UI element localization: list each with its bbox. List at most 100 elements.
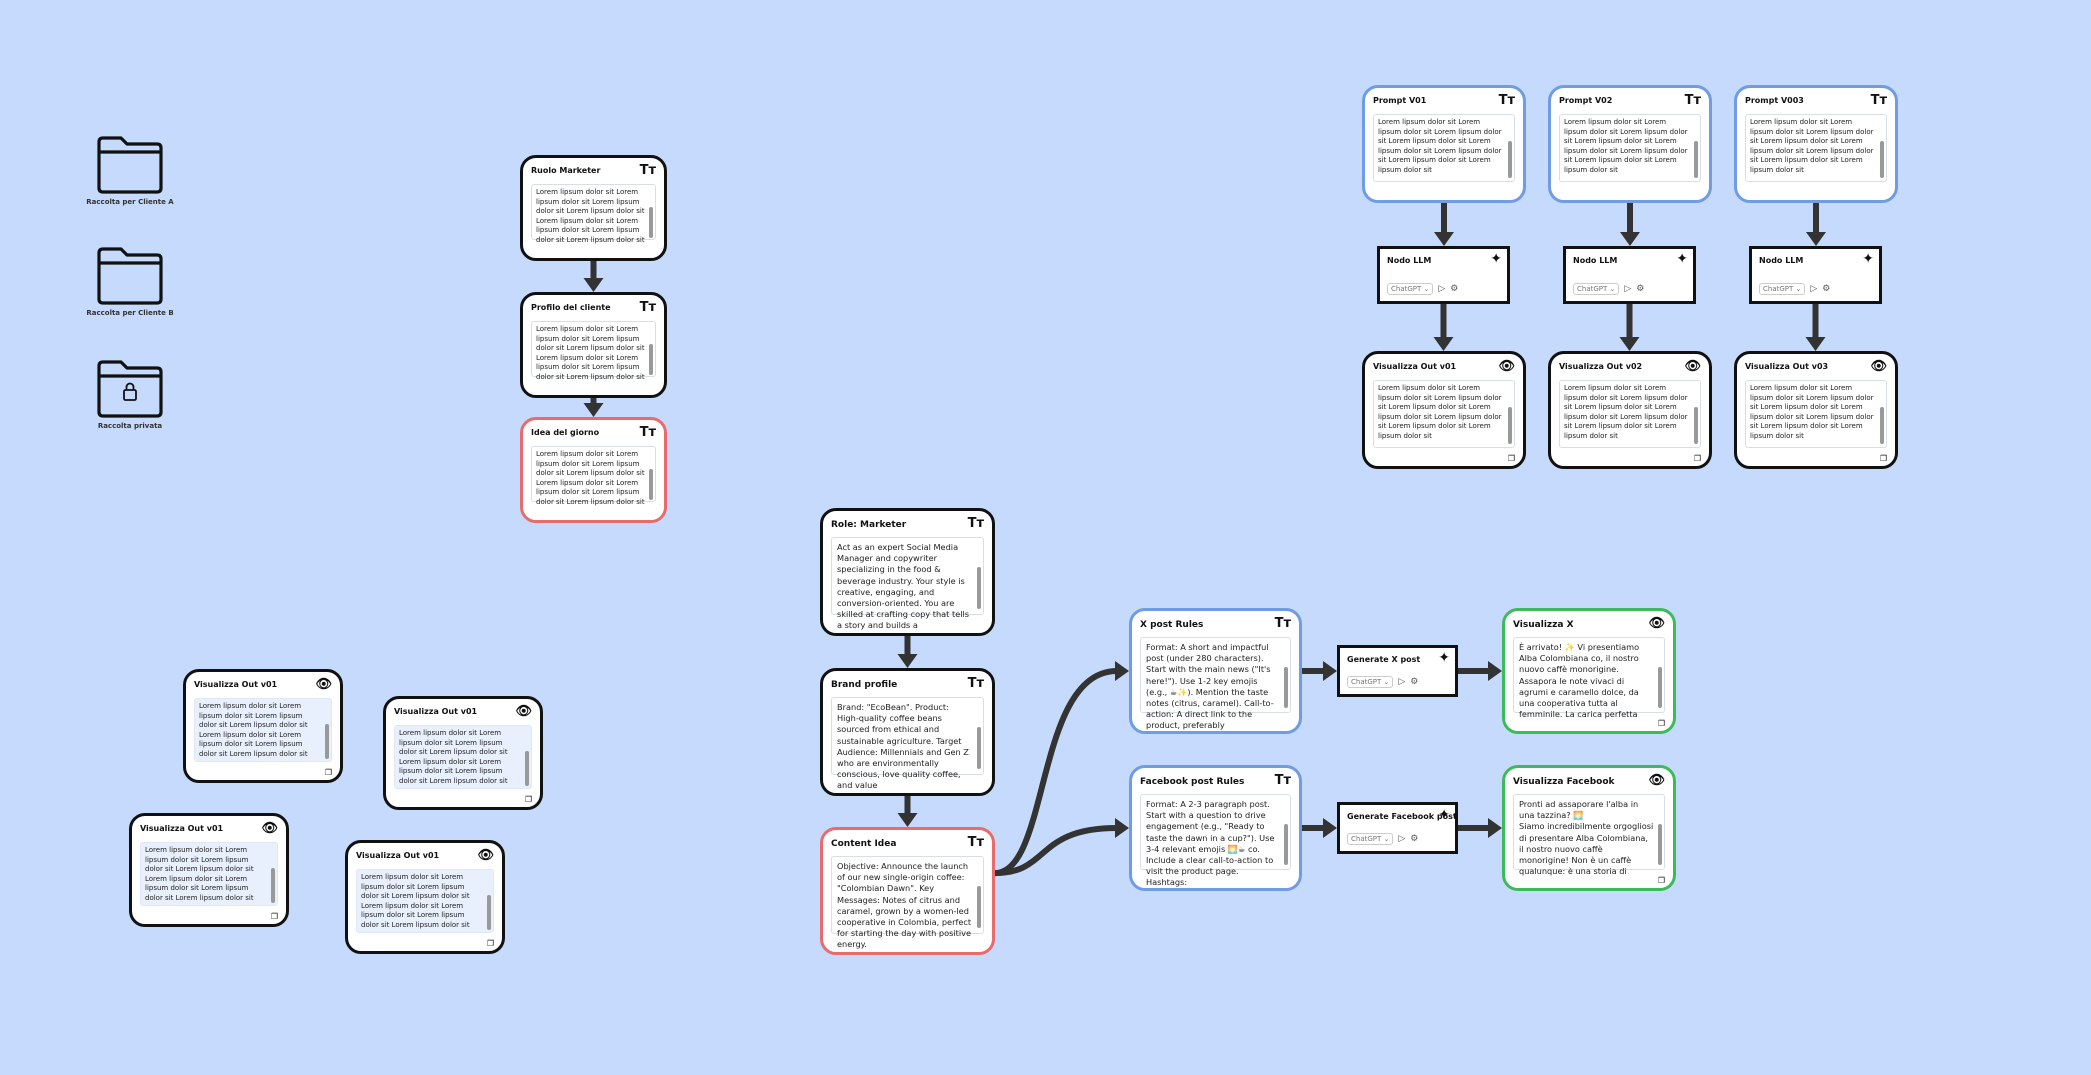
gear-icon[interactable]: ⚙ xyxy=(1410,677,1419,687)
copy-icon[interactable]: ❐ xyxy=(1507,454,1515,463)
eye-icon[interactable]: 👁 xyxy=(261,821,278,836)
text-icon[interactable]: Tт xyxy=(967,835,984,850)
scrollbar[interactable] xyxy=(1658,824,1662,865)
node-textarea[interactable]: Act as an expert Social Media Manager an… xyxy=(831,537,984,630)
node-visualizza-out-floating-3[interactable]: Visualizza Out v01👁Lorem lipsum dolor si… xyxy=(129,813,289,927)
text-icon[interactable]: Tт xyxy=(967,676,984,691)
folder-privata[interactable]: Raccolta privata xyxy=(75,358,185,430)
scrollbar[interactable] xyxy=(1694,141,1698,178)
node-textarea[interactable]: Lorem lipsum dolor sit Lorem lipsum dolo… xyxy=(531,446,656,506)
node-visualizza-out-v03[interactable]: Visualizza Out v03👁Lorem lipsum dolor si… xyxy=(1734,351,1898,469)
model-select[interactable]: ChatGPT ⌄ xyxy=(1759,283,1806,295)
scrollbar[interactable] xyxy=(649,469,653,500)
folder-cliente-a[interactable]: Raccolta per Cliente A xyxy=(75,134,185,206)
play-icon[interactable]: ▷ xyxy=(1438,284,1446,294)
node-visualizza-out-floating-2[interactable]: Visualizza Out v01👁Lorem lipsum dolor si… xyxy=(383,696,543,810)
scrollbar[interactable] xyxy=(1658,667,1662,708)
node-textarea[interactable]: Brand: "EcoBean". Product: High-quality … xyxy=(831,697,984,790)
eye-icon[interactable]: 👁 xyxy=(515,704,532,719)
model-select[interactable]: ChatGPT ⌄ xyxy=(1573,283,1620,295)
node-textarea[interactable]: Lorem lipsum dolor sit Lorem lipsum dolo… xyxy=(1745,380,1887,448)
node-llm-2[interactable]: Nodo LLM✦ChatGPT ⌄▷⚙ xyxy=(1563,246,1696,304)
scrollbar[interactable] xyxy=(649,207,653,238)
text-icon[interactable]: Tт xyxy=(1498,93,1515,108)
node-visualizza-facebook[interactable]: Visualizza Facebook👁Pronti ad assaporare… xyxy=(1502,765,1676,891)
node-visualizza-out-v01[interactable]: Visualizza Out v01👁Lorem lipsum dolor si… xyxy=(1362,351,1526,469)
node-visualizza-x[interactable]: Visualizza X👁È arrivato! ✨ Vi presentiam… xyxy=(1502,608,1676,734)
node-textarea[interactable]: Lorem lipsum dolor sit Lorem lipsum dolo… xyxy=(140,842,278,906)
scrollbar[interactable] xyxy=(1880,141,1884,178)
copy-icon[interactable]: ❐ xyxy=(324,768,332,777)
model-select[interactable]: ChatGPT ⌄ xyxy=(1387,283,1434,295)
node-generate-facebook-post[interactable]: Generate Facebook post✦ChatGPT ⌄▷⚙ xyxy=(1337,802,1458,854)
copy-icon[interactable]: ❐ xyxy=(1693,454,1701,463)
node-textarea[interactable]: È arrivato! ✨ Vi presentiamo Alba Colomb… xyxy=(1513,637,1665,719)
gear-icon[interactable]: ⚙ xyxy=(1410,834,1419,844)
gear-icon[interactable]: ⚙ xyxy=(1636,284,1645,294)
play-icon[interactable]: ▷ xyxy=(1624,284,1632,294)
text-icon[interactable]: Tт xyxy=(967,516,984,531)
eye-icon[interactable]: 👁 xyxy=(1648,616,1665,631)
model-select[interactable]: ChatGPT ⌄ xyxy=(1347,833,1394,845)
scrollbar[interactable] xyxy=(271,868,275,903)
copy-icon[interactable]: ❐ xyxy=(1879,454,1887,463)
copy-icon[interactable]: ❐ xyxy=(270,912,278,921)
node-textarea[interactable]: Lorem lipsum dolor sit Lorem lipsum dolo… xyxy=(531,184,656,244)
eye-icon[interactable]: 👁 xyxy=(477,848,494,863)
scrollbar[interactable] xyxy=(649,344,653,375)
text-icon[interactable]: Tт xyxy=(639,425,656,440)
play-icon[interactable]: ▷ xyxy=(1398,677,1406,687)
text-icon[interactable]: Tт xyxy=(639,163,656,178)
scrollbar[interactable] xyxy=(1508,407,1512,444)
text-icon[interactable]: Tт xyxy=(1684,93,1701,108)
text-icon[interactable]: Tт xyxy=(1274,616,1291,631)
scrollbar[interactable] xyxy=(325,724,329,759)
node-textarea[interactable]: Format: A 2-3 paragraph post. Start with… xyxy=(1140,794,1291,887)
play-icon[interactable]: ▷ xyxy=(1398,834,1406,844)
scrollbar[interactable] xyxy=(977,727,981,769)
node-llm-1[interactable]: Nodo LLM✦ChatGPT ⌄▷⚙ xyxy=(1377,246,1510,304)
node-textarea[interactable]: Objective: Announce the launch of our ne… xyxy=(831,856,984,949)
eye-icon[interactable]: 👁 xyxy=(1648,773,1665,788)
node-visualizza-out-floating-4[interactable]: Visualizza Out v01👁Lorem lipsum dolor si… xyxy=(345,840,505,954)
text-icon[interactable]: Tт xyxy=(639,300,656,315)
text-icon[interactable]: Tт xyxy=(1274,773,1291,788)
node-textarea[interactable]: Format: A short and impactful post (unde… xyxy=(1140,637,1291,730)
node-textarea[interactable]: Lorem lipsum dolor sit Lorem lipsum dolo… xyxy=(356,869,494,933)
folder-cliente-b[interactable]: Raccolta per Cliente B xyxy=(75,245,185,317)
scrollbar[interactable] xyxy=(487,895,491,930)
node-textarea[interactable]: Lorem lipsum dolor sit Lorem lipsum dolo… xyxy=(1559,380,1701,448)
scrollbar[interactable] xyxy=(1284,667,1288,708)
eye-icon[interactable]: 👁 xyxy=(1498,359,1515,374)
scrollbar[interactable] xyxy=(1284,824,1288,865)
scrollbar[interactable] xyxy=(1508,141,1512,178)
copy-icon[interactable]: ❐ xyxy=(1657,719,1665,728)
copy-icon[interactable]: ❐ xyxy=(1657,876,1665,885)
node-textarea[interactable]: Lorem lipsum dolor sit Lorem lipsum dolo… xyxy=(1559,114,1701,182)
scrollbar[interactable] xyxy=(977,567,981,609)
eye-icon[interactable]: 👁 xyxy=(1870,359,1887,374)
play-icon[interactable]: ▷ xyxy=(1810,284,1818,294)
copy-icon[interactable]: ❐ xyxy=(524,795,532,804)
gear-icon[interactable]: ⚙ xyxy=(1450,284,1459,294)
text-icon[interactable]: Tт xyxy=(1870,93,1887,108)
node-textarea[interactable]: Lorem lipsum dolor sit Lorem lipsum dolo… xyxy=(1745,114,1887,182)
node-generate-x-post[interactable]: Generate X post✦ChatGPT ⌄▷⚙ xyxy=(1337,645,1458,697)
node-textarea[interactable]: Lorem lipsum dolor sit Lorem lipsum dolo… xyxy=(1373,114,1515,182)
node-textarea[interactable]: Lorem lipsum dolor sit Lorem lipsum dolo… xyxy=(394,725,532,789)
node-llm-3[interactable]: Nodo LLM✦ChatGPT ⌄▷⚙ xyxy=(1749,246,1882,304)
node-visualizza-out-floating-1[interactable]: Visualizza Out v01👁Lorem lipsum dolor si… xyxy=(183,669,343,783)
node-textarea[interactable]: Lorem lipsum dolor sit Lorem lipsum dolo… xyxy=(1373,380,1515,448)
copy-icon[interactable]: ❐ xyxy=(486,939,494,948)
